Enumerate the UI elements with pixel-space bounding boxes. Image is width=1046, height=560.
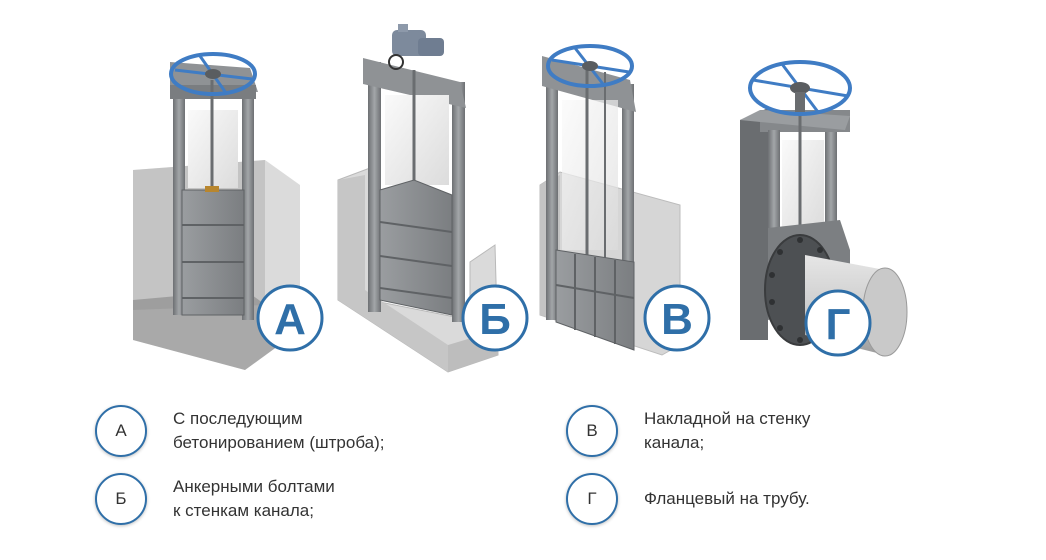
legend-text-a: С последующим бетонированием (штроба); <box>173 407 385 455</box>
gate-b-badge: Б <box>461 284 529 352</box>
legend-v-line1: Накладной на стенку <box>644 409 811 428</box>
gate-illustrations: А Б В Г <box>133 24 908 373</box>
legend-b-line2: к стенкам канала; <box>173 501 314 520</box>
gate-a-letter: А <box>274 295 306 344</box>
legend-v-line2: канала; <box>644 433 705 452</box>
legend-text-v: Накладной на стенку канала; <box>644 407 810 455</box>
legend-g-line1: Фланцевый на трубу. <box>644 489 810 508</box>
gate-a-badge: А <box>256 284 324 352</box>
legend-text-g: Фланцевый на трубу. <box>644 487 810 511</box>
gate-b-illustration <box>337 24 499 373</box>
legend-a-line1: С последующим <box>173 409 303 428</box>
legend-badge-v: В <box>566 405 618 457</box>
gate-b-letter: Б <box>479 295 511 344</box>
gate-a-illustration <box>133 52 300 370</box>
legend-badge-a: А <box>95 405 147 457</box>
gate-v-illustration <box>539 44 681 356</box>
gate-v-letter: В <box>661 295 693 344</box>
gate-g-letter: Г <box>826 300 851 349</box>
legend-b-line1: Анкерными болтами <box>173 477 335 496</box>
legend-text-b: Анкерными болтами к стенкам канала; <box>173 475 335 523</box>
legend-badge-g: Г <box>566 473 618 525</box>
gate-v-badge: В <box>643 284 711 352</box>
gate-g-badge: Г <box>804 289 872 357</box>
legend-a-line2: бетонированием (штроба); <box>173 433 385 452</box>
legend-badge-b: Б <box>95 473 147 525</box>
